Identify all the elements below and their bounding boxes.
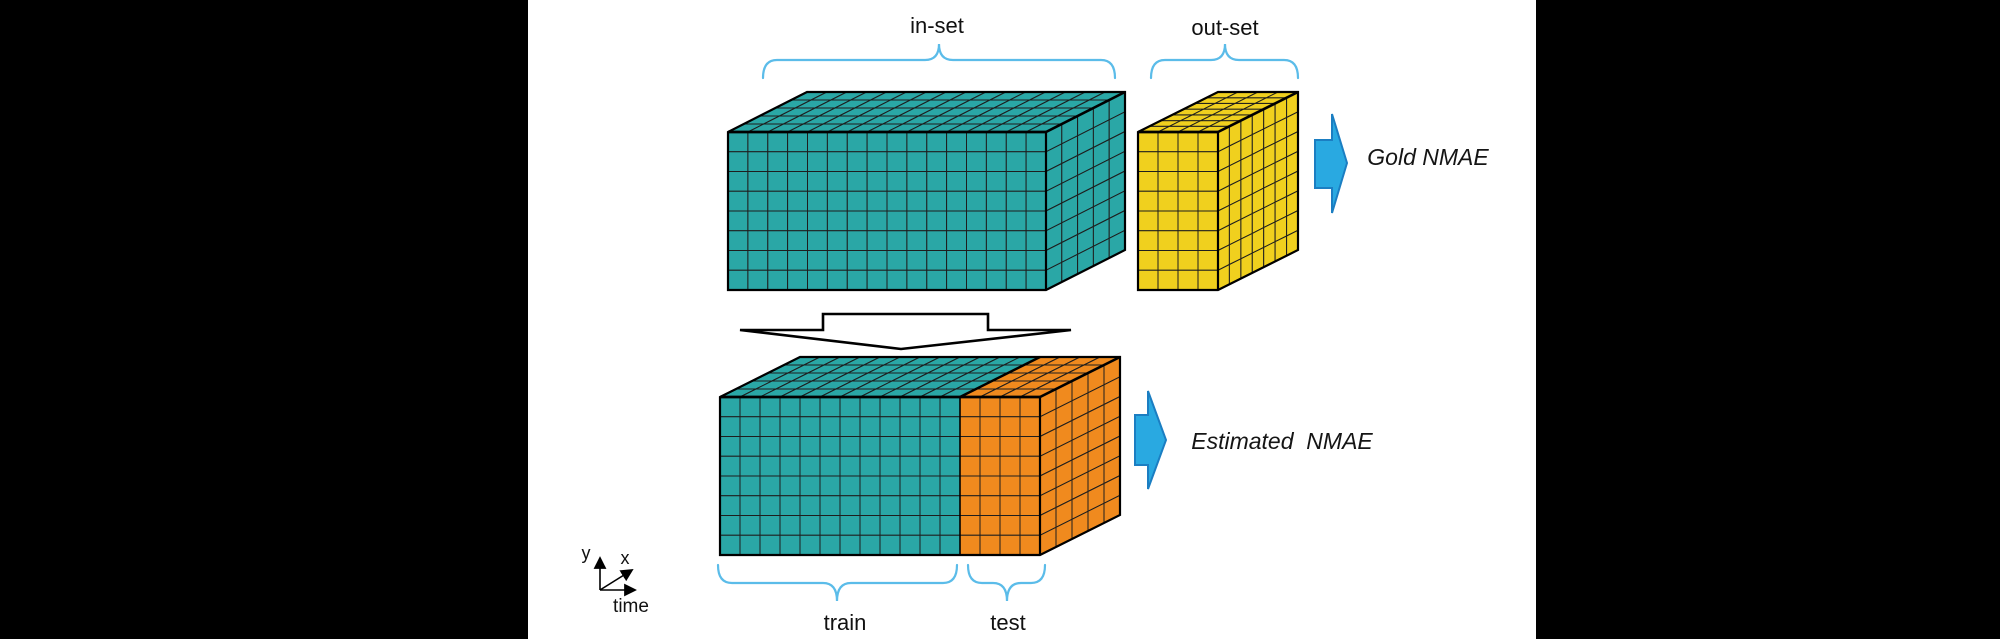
axis-y-label: y bbox=[582, 543, 591, 563]
in-set-label: in-set bbox=[910, 13, 964, 38]
out-set-brace bbox=[1149, 43, 1300, 80]
train-test-cube bbox=[718, 355, 1122, 557]
out-set-label: out-set bbox=[1191, 15, 1258, 40]
transform-down-arrow bbox=[739, 312, 1072, 351]
in-set-brace bbox=[761, 43, 1117, 80]
axis-x-label: x bbox=[621, 548, 630, 568]
train-label: train bbox=[824, 610, 867, 635]
estimated-nmae-label: Estimated NMAE bbox=[1191, 428, 1373, 454]
cubes-layer bbox=[718, 90, 1300, 557]
gold-nmae-arrow-icon bbox=[1314, 113, 1349, 214]
test-label: test bbox=[990, 610, 1025, 635]
x-axis-arrow-icon bbox=[599, 568, 634, 591]
test-brace bbox=[966, 563, 1047, 602]
train-brace bbox=[716, 563, 959, 602]
axis-legend: y x time bbox=[582, 543, 649, 617]
estimated-nmae-arrow-icon bbox=[1134, 390, 1168, 490]
in-set-cube bbox=[726, 90, 1127, 292]
gold-nmae-label: Gold NMAE bbox=[1367, 144, 1489, 170]
axis-time-label: time bbox=[613, 596, 649, 617]
out-set-cube bbox=[1136, 90, 1300, 292]
